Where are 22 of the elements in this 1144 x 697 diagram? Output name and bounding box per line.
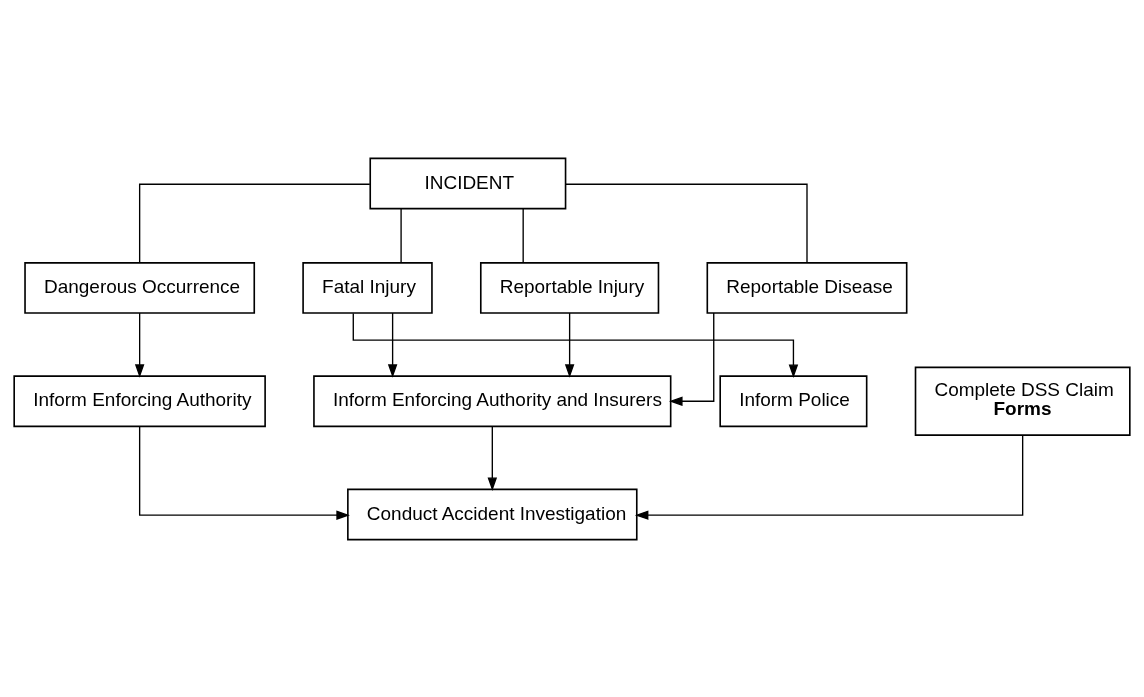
arrow [634, 434, 1024, 520]
arrow [134, 311, 145, 378]
connector [565, 183, 808, 263]
node-box: Dangerous Occurrence [24, 261, 256, 314]
node-box: Reportable Injury [479, 261, 660, 314]
arrow [487, 425, 498, 491]
node-box: Inform Enforcing Authority [13, 374, 266, 427]
connector [522, 207, 524, 263]
arrow [352, 312, 799, 378]
arrow [669, 311, 715, 406]
node-box: Inform Police [719, 374, 868, 427]
node-box: Reportable Disease [706, 261, 908, 314]
arrow [138, 425, 350, 520]
node-box: Conduct Accident Investigation [347, 488, 638, 540]
connector [400, 207, 402, 263]
node-box: Complete DSS Claim Forms [914, 366, 1131, 436]
node-box: Inform Enforcing Authority and Insurers [313, 374, 672, 427]
connector [138, 183, 371, 263]
arrow [564, 311, 575, 378]
arrow [387, 311, 398, 378]
node-box: Fatal Injury [302, 261, 433, 314]
node-box: INCIDENT [369, 157, 567, 209]
